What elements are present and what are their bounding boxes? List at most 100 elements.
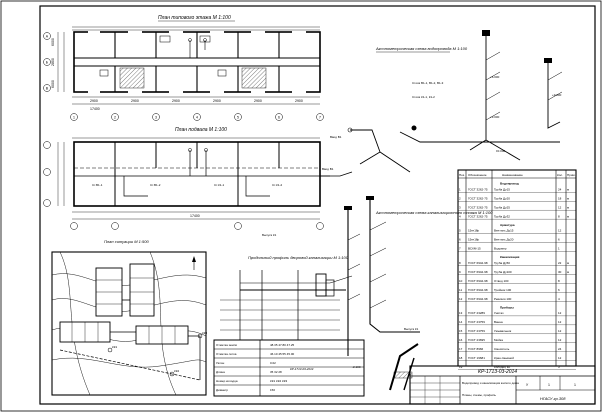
title-row-1: Водопровод и канализация жилого дома <box>462 381 519 385</box>
spec-cell: ГОСТ 19681 <box>468 356 485 360</box>
spec-cell: Вентиль Ду15 <box>494 229 514 233</box>
spec-cell: м <box>567 270 569 274</box>
axis-6: 6 <box>278 116 280 120</box>
label-well-3: КК3 <box>202 331 207 335</box>
axis-3: 3 <box>155 116 157 120</box>
spec-cell: 12 <box>558 205 562 209</box>
axis-7: 7 <box>319 116 321 120</box>
axo-elev-a: +3.000 <box>490 115 500 119</box>
plan-basement-title: План подвала М 1:100 <box>175 127 227 133</box>
spec-cell: 12 <box>558 329 562 333</box>
riser-outlet: Выпуск К1 <box>404 327 419 331</box>
drawing-code: КР-1713-03-2014 <box>478 369 517 375</box>
axonometric-water: Аксонометрическая схема водопровода М 1:… <box>330 30 563 173</box>
label-well-2: КК2 <box>174 369 179 373</box>
profile-row-value-5: КК1 КК2 КК3 <box>270 379 287 383</box>
profile-row-label-3: Уклон <box>216 361 225 365</box>
spec-cell: 12 <box>558 338 562 342</box>
profile-table <box>213 339 365 397</box>
label-input: Ввод В1 <box>322 167 334 171</box>
spec-cell: 13 <box>459 311 463 315</box>
spec-cell: ГОСТ 6942-98 <box>468 270 488 274</box>
spec-cell: 2 <box>459 196 461 200</box>
spec-cell: Ревизия 100 <box>494 297 512 301</box>
spec-cell: 8 <box>558 214 560 218</box>
spec-cell: Труба Ду100 <box>494 270 512 274</box>
dim-left-3: 6000 <box>51 80 55 88</box>
dim-bay-2: 2900 <box>131 99 139 103</box>
dim-base-overall: 17400 <box>190 214 200 218</box>
spec-cell: ГОСТ 6942-98 <box>468 279 488 283</box>
axo-elev-c: +9.000 <box>552 93 562 97</box>
label-riser-a: Ст.В1-1 <box>92 183 103 187</box>
profile-row-label-6: Диаметр <box>216 388 228 392</box>
spec-cell: 12 <box>459 297 463 301</box>
axis-2: 2 <box>114 116 116 120</box>
title-sheets: 1 <box>574 383 576 387</box>
spec-cell: ГОСТ 6942-98 <box>468 261 488 265</box>
label-riser-b: Ст.В1-2 <box>150 183 161 187</box>
spec-cell: Труба Ду25 <box>494 205 510 209</box>
spec-cell: м <box>567 188 569 192</box>
spec-cell: 8 <box>459 261 461 265</box>
profile-row-label-5: Номер колодца <box>216 379 238 383</box>
spec-section: Канализация <box>500 255 520 259</box>
spec-cell: ГОСТ 3262-75 <box>468 188 488 192</box>
spec-cell: 1 <box>558 247 560 251</box>
profile-row-label-4: Длина <box>216 370 225 374</box>
spec-cell: 6 <box>558 238 560 242</box>
spec-cell: Мойка <box>494 338 503 342</box>
spec-cell: Умывальник <box>494 329 512 333</box>
spec-cell: 24 <box>558 347 562 351</box>
spec-cell: 12 <box>558 356 562 360</box>
spec-cell: м <box>567 205 569 209</box>
dim-left-2: 2800 <box>51 58 55 66</box>
spec-cell: 16 <box>459 338 463 342</box>
dim-bay-3: 2900 <box>172 99 180 103</box>
spec-cell: 8 <box>558 279 560 283</box>
spec-cell: 4 <box>459 214 461 218</box>
spec-col-1: Поз. <box>459 173 465 177</box>
spec-cell: 15 <box>459 329 463 333</box>
spec-cell: 10 <box>459 279 463 283</box>
label-outlet: Выпуск К1 <box>262 233 277 237</box>
sheet-label: НГАСУ гр.308 <box>540 396 566 401</box>
axo-legend-b: Стояк К1-1, К1-2 <box>412 95 435 99</box>
profile-title: Продольный профиль дворовой канализации … <box>248 255 349 260</box>
axonometric-riser: Аксонометрическая схема канализационного… <box>344 196 493 391</box>
label-riser-c: Ст.К1-1 <box>214 183 224 187</box>
spec-cell: 22 <box>558 261 562 265</box>
axis-a: А <box>46 35 49 39</box>
spec-cell: 9 <box>459 270 461 274</box>
spec-cell: 24 <box>558 188 562 192</box>
spec-col-3: Наименование <box>502 173 523 177</box>
spec-cell: 12 <box>558 320 562 324</box>
spec-cell: 1 <box>459 188 461 192</box>
dim-left-1: 6000 <box>51 38 55 46</box>
spec-cell: Отвод 100 <box>494 279 509 283</box>
spec-cell: ГОСТ 6942-98 <box>468 288 488 292</box>
spec-cell: 18 <box>558 196 562 200</box>
spec-cell: Кран смывной <box>494 356 514 360</box>
spec-cell: Вентиль Ду20 <box>494 238 514 242</box>
spec-cell: Смеситель <box>494 347 510 351</box>
title-block: КР-1713-03-2014 Водопровод и канализация… <box>409 365 596 405</box>
spec-cell: ГОСТ 3262-75 <box>468 205 488 209</box>
spec-cell: 3 <box>558 365 560 369</box>
spec-cell: ГОСТ 23695 <box>468 338 485 342</box>
plan-typical-floor-title: План типового этажа М 1:100 <box>158 15 231 21</box>
axo-input: Ввод В1 <box>330 135 342 139</box>
spec-cell: 30 <box>558 270 562 274</box>
axis-b: Б <box>46 61 49 65</box>
spec-cell: Водомер <box>494 247 507 251</box>
spec-cell: Колодец КК <box>494 365 510 369</box>
spec-cell: 14 <box>459 320 463 324</box>
spec-cell: 3 <box>459 205 461 209</box>
spec-cell: 11 <box>459 288 462 292</box>
spec-cell: 17 <box>459 347 463 351</box>
profile-code: КР-1713-03-2014 <box>290 367 314 371</box>
spec-cell: Труба Ду50 <box>494 261 510 265</box>
title-row-2: Планы, схемы, профиль <box>462 393 496 397</box>
profile-row-value-2: 46.10 45.55 45.00 <box>270 352 295 356</box>
